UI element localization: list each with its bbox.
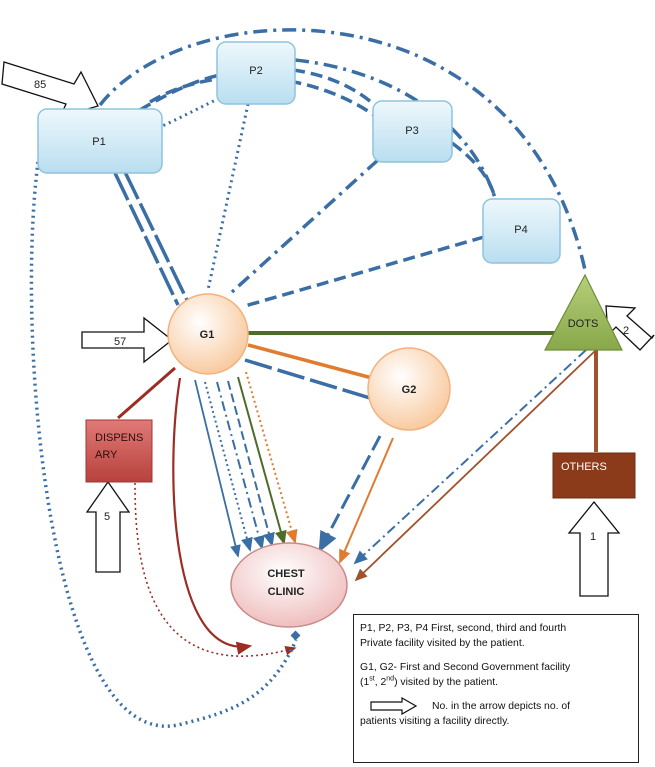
connector-p1-g1-b [123,171,190,303]
arrow-g1-clinic-dotted-blue [204,381,253,552]
connector-g1-dispensary [117,366,176,420]
node-p3: P3 [372,100,453,163]
legend-private-line1: P1, P2, P3, P4 First, second, third and … [360,623,567,634]
node-p3-label: P3 [405,125,418,137]
connector-p1-p2-dashed [139,73,221,112]
node-g2-label: G2 [402,384,417,396]
arrow-g1-clinic-solid-blue [194,379,241,558]
legend-arrow-icon [370,697,418,715]
legend-gov-line1: G1, G2- First and Second Government faci… [360,662,571,673]
arrow-g2-clinic-blue [318,435,382,553]
node-p2-label: P2 [249,65,262,77]
node-p4-label: P4 [514,224,527,236]
legend-arrow-line2: patients visiting a facility directly. [360,716,510,727]
legend-private-line2: Private facility visited by the patient. [360,638,525,649]
arrow-g1-clinic-green [237,376,287,545]
arrow-g2-clinic-orange [339,437,394,564]
arrow-g1-clinic-dashdot-blue [216,381,265,550]
node-dots-label: DOTS [568,318,599,330]
arrow-dots-clinic-brown [354,349,597,582]
legend-government: G1, G2- First and Second Government faci… [360,660,632,690]
legend-box: P1, P2, P3, P4 First, second, third and … [353,614,639,763]
connector-p2-p4 [294,58,497,199]
node-dots: DOTS [544,273,623,351]
connectors [29,28,598,728]
node-g2: G2 [367,347,451,431]
node-dispensary: DISPENS ARY [85,419,153,483]
entry-arrow-g1: 57 [81,316,174,364]
arrow-g1-clinic-dashed-blue [227,380,275,547]
arrow-p1-clinic-dotted-loop [29,161,298,728]
node-chest-clinic-label-line2: CLINIC [268,586,305,598]
legend-gov-mid: , 2 [374,677,387,688]
legend-gov-sup2: nd [386,675,395,683]
node-dispensary-label-line1: DISPENS [95,432,143,444]
node-p2: P2 [216,41,296,105]
connector-g1-g2-orange [247,343,373,380]
connector-p2-g1 [206,103,250,291]
node-chest-clinic-label-line1: CHEST [267,568,305,580]
entry-arrows: 85 57 2 5 1 [1,61,655,597]
legend-arrow: No. in the arrow depicts no. of patients… [360,697,632,729]
node-others: OTHERS [552,452,636,499]
entry-arrow-g1-count: 57 [114,336,126,348]
legend-private: P1, P2, P3, P4 First, second, third and … [360,621,632,651]
connector-p2-p3 [292,68,382,112]
entry-arrow-dots-count: 2 [623,325,629,337]
legend-arrow-line1: No. in the arrow depicts no. of [432,701,571,712]
node-p4: P4 [482,198,561,264]
entry-arrow-dots: 2 [605,305,655,351]
node-p1: P1 [37,108,163,174]
arrow-g1-clinic-dotted-orange [245,371,298,544]
node-chest-clinic: CHEST CLINIC [230,542,348,628]
node-g1: G1 [167,293,249,375]
arrow-dispensary-clinic-dotted [134,482,297,657]
entry-arrow-others: 1 [567,500,621,597]
arrow-dots-clinic-dashdot [353,349,587,565]
node-dispensary-label-line2: ARY [95,449,118,461]
connector-p3-p4 [450,141,497,199]
entry-arrow-dispensary: 5 [85,480,131,573]
legend-gov-close: ) visited by the patient. [394,677,499,688]
arrow-g1-clinic-red [172,377,253,655]
entry-arrow-dispensary-count: 5 [104,511,110,523]
node-others-label: OTHERS [561,461,607,473]
connector-g1-g2-blue [244,358,371,400]
connector-p1-p2-dotted [157,95,223,130]
entry-arrow-p1-count: 85 [34,79,46,91]
connector-p1-dots [98,28,587,271]
dotted-loop-end-marker [290,630,301,641]
legend-gov-sup1: st [369,675,375,683]
node-p1-label: P1 [92,136,105,148]
node-g1-label: G1 [200,329,215,341]
legend-gov-open: (1 [360,677,370,688]
connector-p4-g1 [244,235,485,308]
connector-p1-g1-a [113,172,180,306]
entry-arrow-others-count: 1 [590,531,596,543]
connector-p3-g1 [230,158,380,294]
